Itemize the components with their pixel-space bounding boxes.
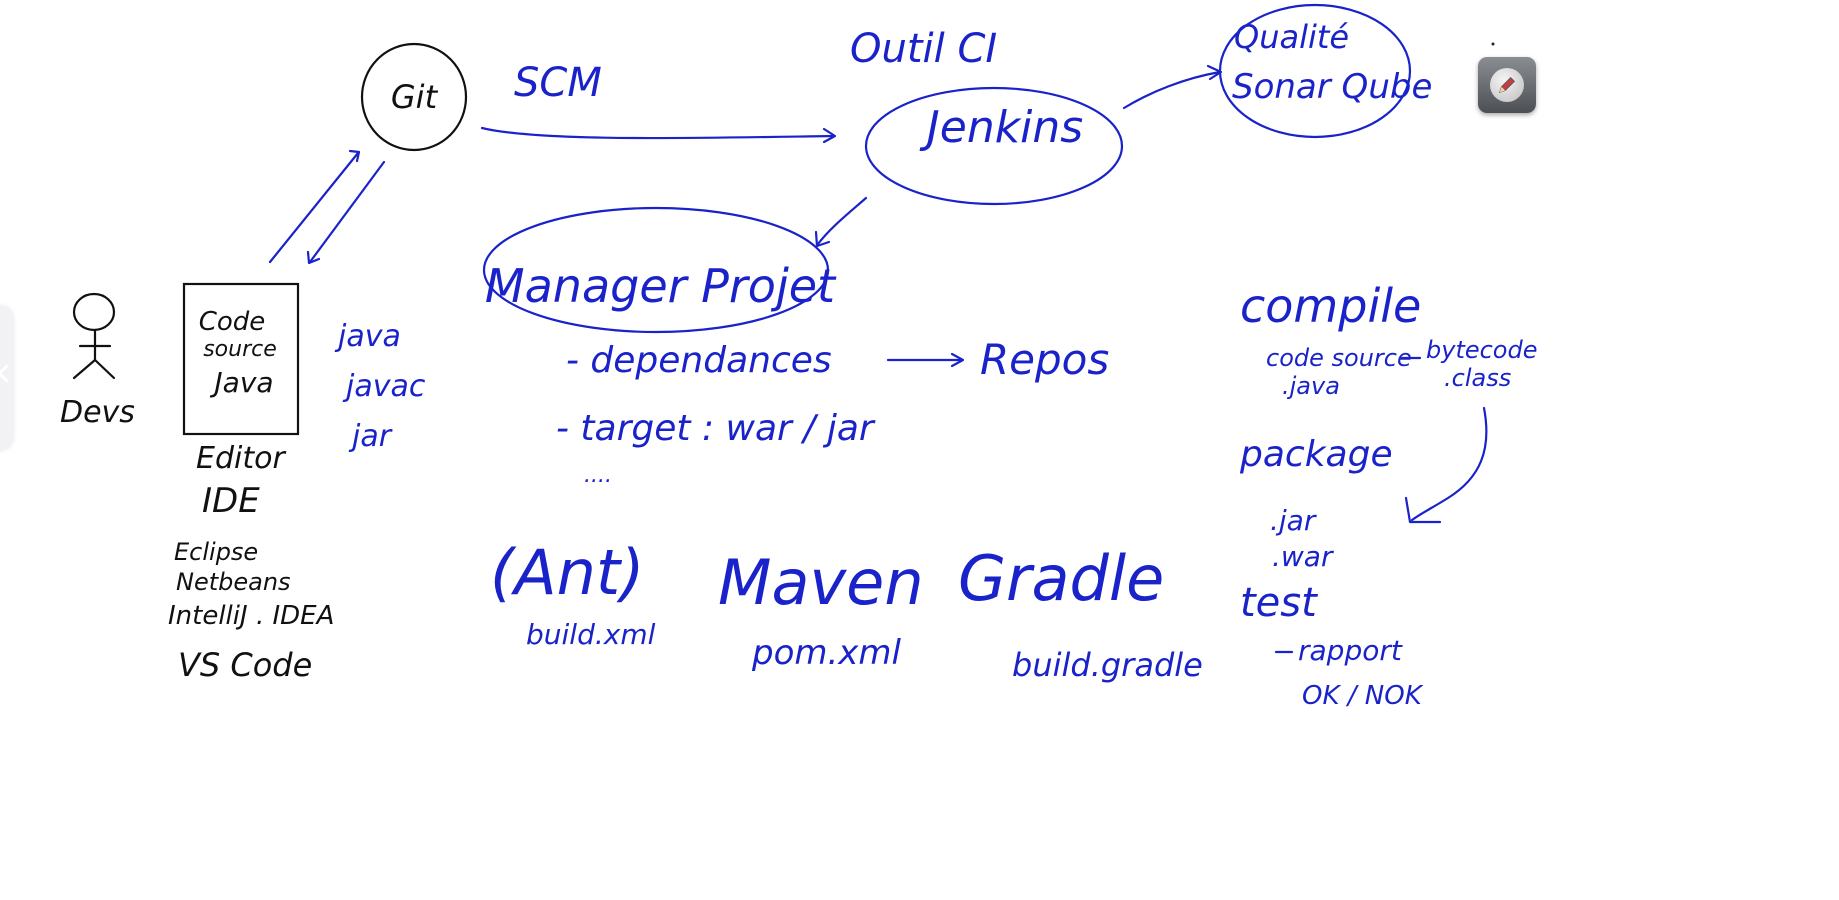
arrow-class-to-package: [1410, 406, 1488, 522]
arrow-jenkins-to-sonar: [1122, 70, 1222, 110]
lifecycle-package: package: [1239, 434, 1393, 475]
sonar-ellipse: [1218, 3, 1412, 139]
lifecycle-bytecode: bytecode: [1426, 336, 1538, 364]
quality-label: Qualité: [1234, 18, 1349, 56]
lifecycle-report: rapport: [1298, 634, 1403, 667]
build-tool-maven: Maven: [718, 546, 924, 619]
code-source-line3: Java: [209, 366, 273, 399]
lifecycle-test: test: [1240, 580, 1318, 626]
chevron-left-icon: [0, 364, 16, 383]
git-label: Git: [391, 78, 439, 116]
arrow-ide-to-git: [268, 151, 360, 264]
stray-dot: [1491, 42, 1495, 46]
ide-eclipse: Eclipse: [174, 538, 258, 566]
arrow-git-to-ide-head: [306, 250, 321, 265]
manager-projet-ellipse: [482, 206, 830, 334]
devs-label: Devs: [60, 395, 135, 430]
build-file-ant: build.xml: [526, 618, 656, 651]
stick-figure-icon: [72, 292, 116, 380]
git-node: Git: [360, 42, 468, 152]
ci-tool-label: Outil CI: [850, 26, 997, 72]
target-label: - target : war / jar: [556, 408, 876, 449]
build-file-maven: pom.xml: [751, 633, 902, 673]
dependances-label: - dependances: [566, 340, 832, 381]
editor-label: Editor: [196, 441, 286, 476]
jenkins-label: Jenkins: [919, 102, 1083, 153]
ide-netbeans: Netbeans: [176, 568, 291, 596]
arrow-git-to-jenkins: [480, 126, 836, 140]
arrow-deps-to-repos-head: [950, 352, 965, 368]
ide-label: IDE: [202, 481, 260, 521]
build-tool-ant: (Ant): [490, 536, 644, 609]
lifecycle-compile: compile: [1240, 279, 1421, 333]
git-circle: [360, 42, 468, 152]
repos-label: Repos: [980, 335, 1109, 384]
arrow-git-to-jenkins-head: [822, 127, 837, 144]
lifecycle-pkg-jar: .jar: [1270, 504, 1317, 537]
jenkins-ellipse: [864, 86, 1124, 206]
pencil-tool-button[interactable]: [1478, 57, 1536, 113]
java-tool-java: java: [334, 319, 401, 354]
lifecycle-class-ext: .class: [1444, 364, 1511, 392]
sonarqube-label: Sonar Qube: [1232, 67, 1432, 107]
more-dots: ....: [584, 463, 612, 488]
arrow-class-to-package-head: [1404, 496, 1442, 524]
lifecycle-report-result: OK / NOK: [1302, 681, 1424, 711]
java-tool-jar: jar: [348, 419, 393, 454]
build-tool-gradle: Gradle: [958, 542, 1164, 615]
code-source-line1: Code: [199, 307, 266, 337]
java-tool-javac: javac: [342, 369, 426, 404]
code-source-line2: source: [203, 337, 277, 362]
ide-vscode: VS Code: [178, 646, 312, 684]
ide-intellij: IntelliJ . IDEA: [168, 601, 334, 631]
pencil-icon: [1490, 68, 1524, 102]
code-source-box: [182, 282, 300, 436]
arrow-ide-to-git-head: [348, 149, 361, 163]
arrow-jenkins-to-manager-head: [814, 230, 831, 248]
lifecycle-java-ext: .java: [1282, 372, 1340, 400]
side-panel-tab[interactable]: [0, 305, 16, 451]
lifecycle-pkg-war: .war: [1272, 540, 1334, 573]
manager-projet-label: Manager Projet: [485, 259, 837, 313]
lifecycle-code-source: code source: [1266, 344, 1412, 372]
build-file-gradle: build.gradle: [1012, 646, 1203, 684]
arrow-jenkins-to-manager: [816, 196, 868, 246]
scm-label: SCM: [514, 60, 602, 106]
arrow-git-to-ide: [308, 160, 386, 264]
